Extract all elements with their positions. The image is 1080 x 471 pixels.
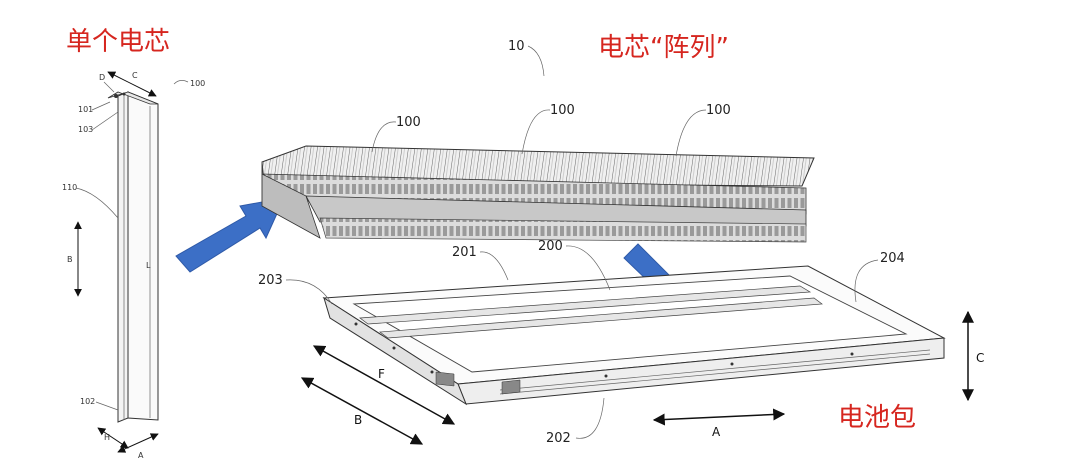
ref-103: 103 xyxy=(78,125,93,134)
ref-100-array-3: 100 xyxy=(706,103,731,118)
dim-b-pack-arrow xyxy=(300,377,424,445)
dim-b-pack-label: B xyxy=(354,413,362,427)
dim-c-label: C xyxy=(132,71,138,80)
dim-d-label: D xyxy=(99,73,105,82)
ref-202: 202 xyxy=(546,431,571,446)
ref-101: 101 xyxy=(78,105,93,114)
ref-204: 204 xyxy=(880,251,905,266)
assembly-arrow-left xyxy=(175,197,285,273)
ref-200: 200 xyxy=(538,239,563,254)
ref-10: 10 xyxy=(508,39,525,54)
cell-array-title: 电芯“阵列” xyxy=(598,33,729,63)
ref-100-array-2: 100 xyxy=(550,103,575,118)
ref-102: 102 xyxy=(80,397,95,406)
dim-l-label: L xyxy=(146,261,151,270)
dim-a-cell-label: A xyxy=(138,451,144,460)
battery-pack-title: 电池包 xyxy=(838,403,916,433)
ref-201: 201 xyxy=(452,245,477,260)
dim-f-label: F xyxy=(378,367,385,381)
single-cell-drawing xyxy=(107,91,159,423)
battery-pack-drawing xyxy=(322,265,946,406)
dim-h-arrow xyxy=(97,427,129,449)
ref-100-cell: 100 xyxy=(190,79,205,88)
dim-h-label: H xyxy=(104,433,110,442)
ref-110: 110 xyxy=(62,183,77,192)
single-cell-title: 单个电芯 xyxy=(66,27,170,57)
ref-100-array-1: 100 xyxy=(396,115,421,130)
dim-a-pack-label: A xyxy=(712,425,721,439)
cell-array-drawing xyxy=(261,145,815,243)
dim-a-cell-arrow xyxy=(117,433,159,453)
dim-a-pack-arrow xyxy=(652,408,786,426)
dim-c-arrow xyxy=(107,71,157,97)
dim-c-pack-label: C xyxy=(976,351,984,365)
dim-b-cell-label: B xyxy=(67,255,73,264)
ref-203: 203 xyxy=(258,273,283,288)
